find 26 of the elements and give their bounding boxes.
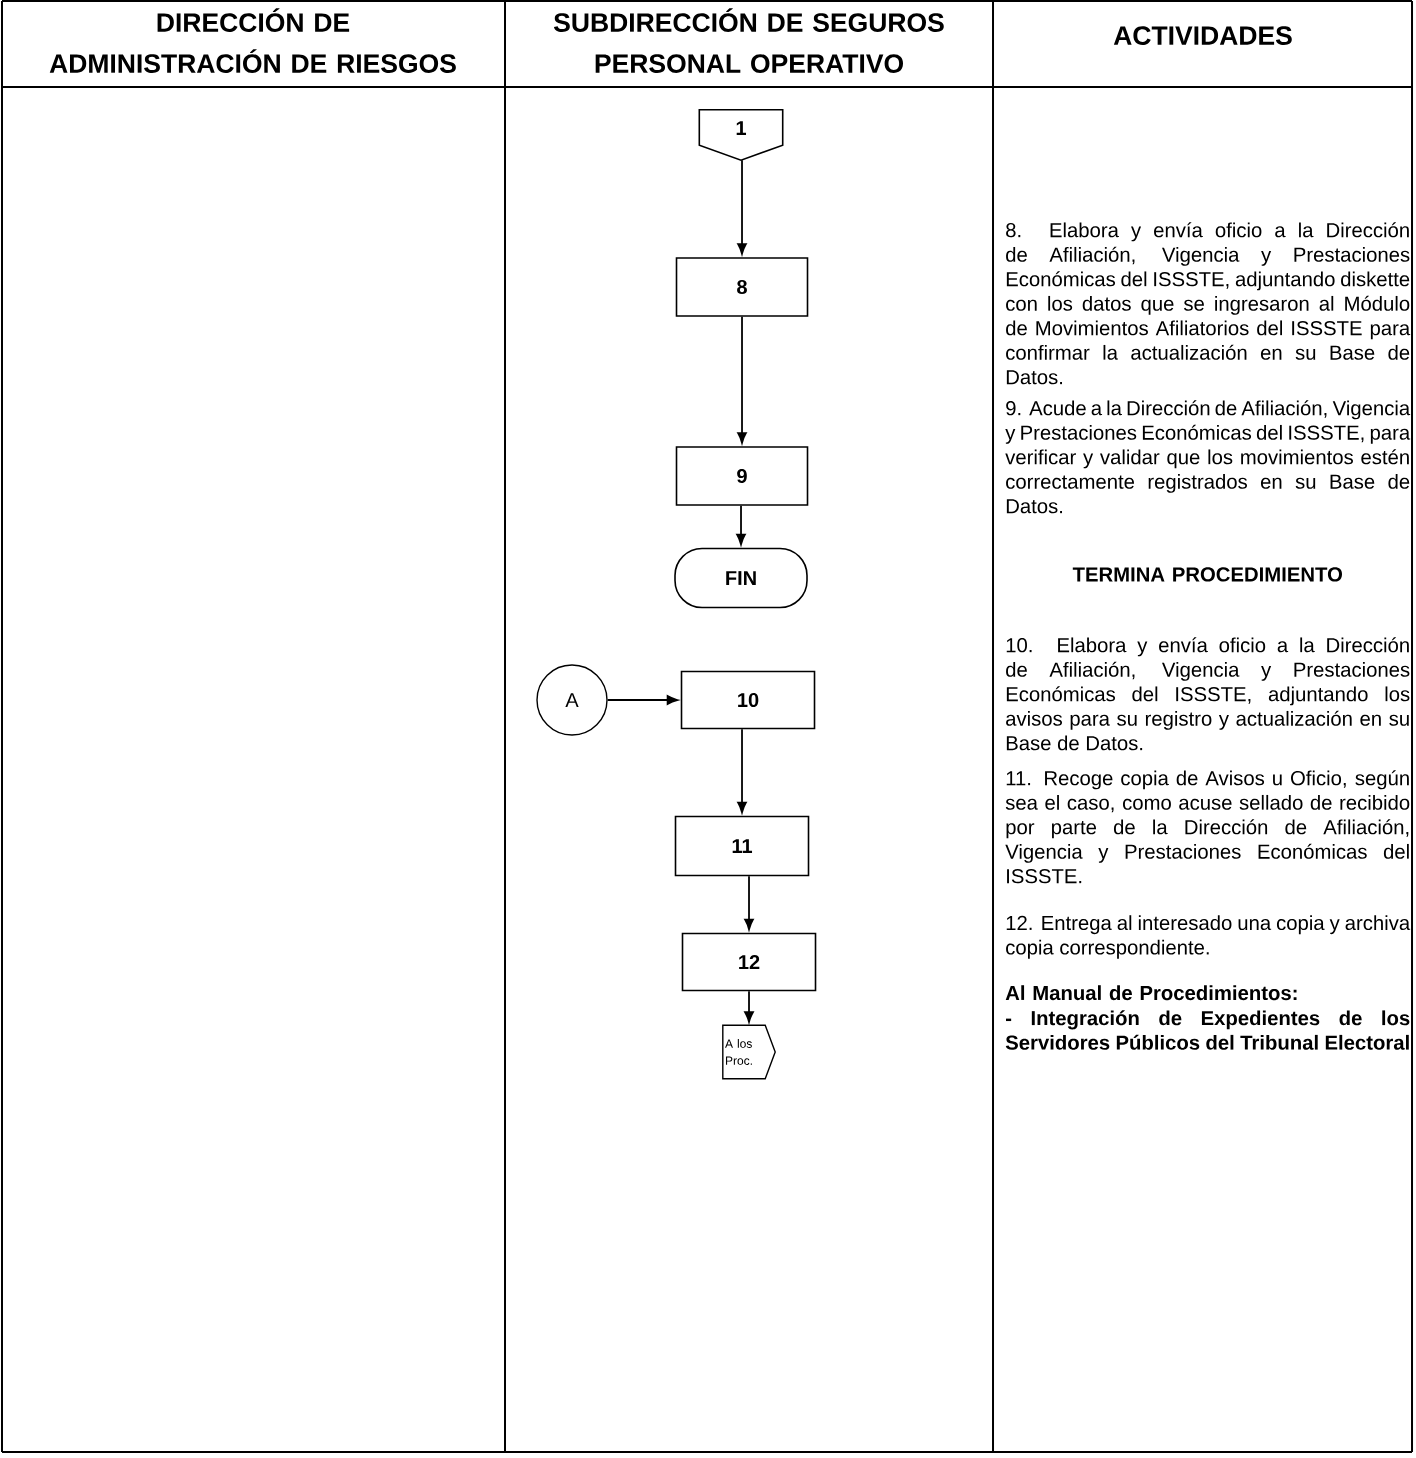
arrow	[606, 695, 679, 705]
arrow	[737, 159, 747, 255]
activity-text: 10. Elabora y envía oficio a la Dirección de Afiliación, Vigencia y Prestaciones Económicas del ISSSTE, adjuntando los avisos para su registro y actualización en su Base de Datos.	[1006, 637, 1410, 751]
activity-text: 9. Acude a la Dirección de Afiliación, Vigencia y Prestaciones Económicas del ISSSTE, para verificar y validar que los movimientos estén correctamente registrados en su Base de Datos.	[1005, 400, 1411, 514]
process-box: 12	[681, 932, 817, 992]
column-header: DIRECCIÓN DE ADMINISTRACIÓN DE RIESGOS	[49, 8, 456, 73]
terminator: FIN	[674, 547, 808, 609]
activity-text: 12. Entrega al interesado una copia y archiva copia correspondiente.	[1006, 915, 1411, 959]
arrow	[737, 728, 747, 814]
end-note: TERMINA PROCEDIMIENTO	[1072, 567, 1342, 582]
arrow	[737, 315, 747, 444]
column-header: SUBDIRECCIÓN DE SEGUROS PERSONAL OPERATIVO	[553, 8, 944, 73]
process-box: 8	[675, 257, 809, 317]
off-page-connector: 1	[698, 109, 784, 162]
arrow	[744, 990, 754, 1023]
column-header: ACTIVIDADES	[1113, 26, 1292, 45]
reference-heading: Al Manual de Procedimientos:	[1005, 985, 1297, 1001]
reference-text: - Integración de Expedientes de los Servidores Públicos del Tribunal Electoral	[1005, 1010, 1410, 1050]
off-page-connector: A los Proc.	[722, 1024, 776, 1080]
process-box: 9	[675, 446, 809, 506]
arrow	[744, 875, 754, 931]
arrow	[736, 504, 746, 546]
activity-text: 8. Elabora y envía oficio a la Dirección de Afiliación, Vigencia y Prestaciones Económicas del ISSSTE, adjuntando diskette con los datos que se ingresaron al Módulo de Movimientos Afiliatorios del ISSSTE para confirmar la actualización en su Base de Datos.	[1006, 222, 1411, 385]
process-box: 11	[674, 815, 810, 877]
activity-text: 11. Recoge copia de Avisos u Oficio, según sea el caso, como acuse sellado de recibido por parte de la Dirección de Afiliación, Vigencia y Prestaciones Económicas del ISSSTE.	[1005, 770, 1410, 884]
process-box: 10	[680, 670, 816, 730]
